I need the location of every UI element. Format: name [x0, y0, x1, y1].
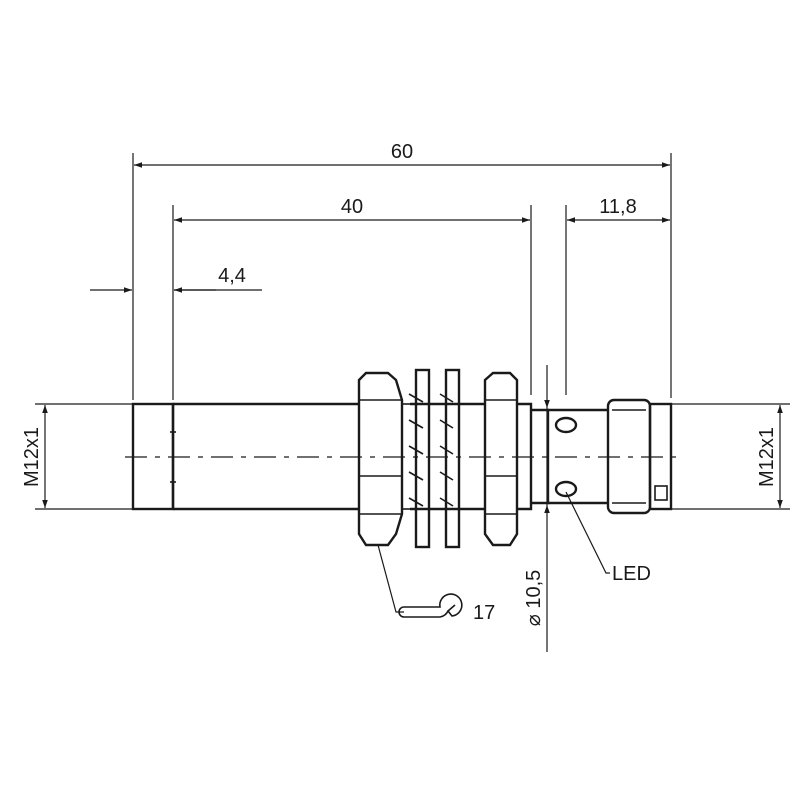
- dimension-connector-length: 11,8: [567, 196, 670, 223]
- led-window-icon: [554, 416, 578, 498]
- dimension-label-40: 40: [341, 196, 363, 218]
- dimension-thread-left: M12x1: [21, 405, 48, 508]
- dimension-overall-length: 60: [134, 141, 670, 168]
- dimension-start-offset: 4,4: [90, 265, 262, 293]
- extension-lines: [35, 153, 790, 510]
- wrench-size-label: 17: [473, 602, 495, 624]
- dimension-label-m12-left: M12x1: [21, 427, 43, 487]
- hex-nut-left: [357, 371, 404, 547]
- lock-washers: [402, 368, 485, 549]
- led-label: LED: [612, 563, 651, 585]
- dimension-thread-right: M12x1: [756, 405, 783, 508]
- dimension-label-60: 60: [391, 141, 413, 163]
- dimension-label-11-8: 11,8: [599, 196, 636, 218]
- wrench-callout: 17: [377, 544, 495, 624]
- dimension-label-diameter: ⌀ 10,5: [523, 570, 545, 627]
- sensor-body: [131, 398, 673, 515]
- hex-nut-right: [483, 371, 519, 547]
- led-callout: LED: [565, 491, 651, 585]
- wrench-icon: [404, 593, 463, 618]
- dimension-label-m12-right: M12x1: [756, 427, 778, 487]
- dimension-label-4-4: 4,4: [218, 265, 246, 287]
- dimension-thread-length: 40: [174, 196, 530, 223]
